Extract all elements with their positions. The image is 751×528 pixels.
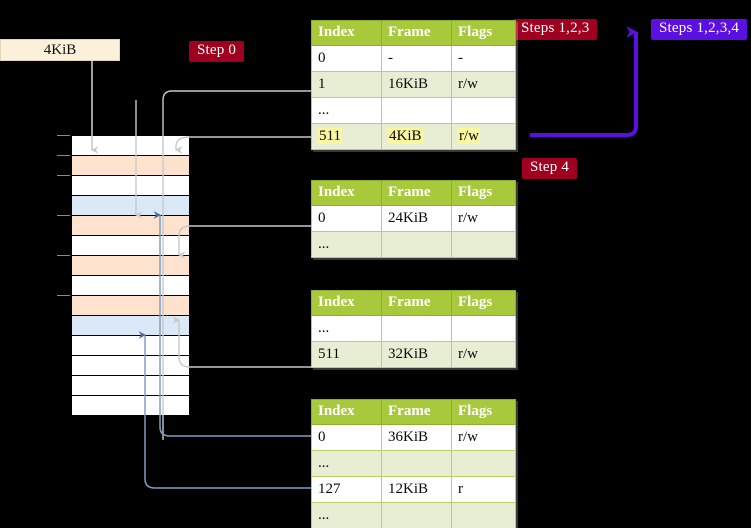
cell-index: ... (311, 231, 382, 258)
cell-frame (381, 315, 452, 342)
cell-flags (451, 231, 516, 258)
column-header-flags: Flags (451, 399, 516, 425)
cell-flags: r (451, 476, 516, 503)
cell-index: 0 (311, 424, 382, 451)
memory-frame-row (72, 216, 189, 236)
memory-tick-mark (57, 135, 70, 136)
table-row: ... (311, 97, 516, 124)
cell-highlight: 4KiB (388, 127, 423, 144)
badge-step4: Step 4 (522, 158, 578, 179)
badge-steps1234: Steps 1,2,3,4 (651, 19, 748, 40)
column-header-index: Index (311, 20, 382, 46)
memory-tick-mark (57, 155, 70, 156)
frame-size-box: 4KiB (0, 39, 120, 61)
table-row: 511 4KiB r/w (311, 123, 516, 150)
memory-tick-mark (57, 255, 70, 256)
column-header-frame: Frame (381, 20, 452, 46)
cell-index: ... (311, 502, 382, 528)
memory-frame-row (72, 296, 189, 316)
memory-frame-row (72, 356, 189, 376)
cell-flags (451, 97, 516, 124)
cell-index: 0 (311, 205, 382, 232)
cell-frame: - (381, 45, 452, 72)
cell-flags: r/w (451, 341, 516, 368)
badge-step0: Step 0 (189, 41, 245, 62)
column-header-flags: Flags (451, 20, 516, 46)
memory-frame-row (72, 196, 189, 216)
column-header-frame: Frame (381, 180, 452, 206)
frame-size-label: 4KiB (43, 41, 77, 58)
badge-steps123: Steps 1,2,3 (513, 19, 598, 40)
cell-frame (381, 502, 452, 528)
memory-frame-row (72, 176, 189, 196)
memory-tick-mark (57, 175, 70, 176)
cell-frame: 12KiB (381, 476, 452, 503)
cell-flags: r/w (451, 424, 516, 451)
cell-flags (451, 450, 516, 477)
memory-frame-row (72, 236, 189, 256)
memory-frame-row (72, 156, 189, 176)
column-header-frame: Frame (381, 399, 452, 425)
physical-memory-column (71, 135, 190, 416)
table-row: ... (311, 502, 516, 528)
cell-flags: r/w (451, 71, 516, 98)
cell-frame (381, 231, 452, 258)
column-header-index: Index (311, 399, 382, 425)
cell-flags: r/w (451, 123, 516, 150)
cell-frame (381, 450, 452, 477)
cell-highlight: 511 (318, 127, 342, 144)
cell-index: ... (311, 450, 382, 477)
cell-flags: r/w (451, 205, 516, 232)
table-row: ... (311, 450, 516, 477)
cell-highlight: r/w (458, 127, 480, 144)
table-row: ... (311, 315, 516, 342)
cell-index: ... (311, 97, 382, 124)
memory-tick-mark (57, 215, 70, 216)
table-row: ... (311, 231, 516, 258)
column-header-index: Index (311, 180, 382, 206)
memory-frame-row (72, 276, 189, 296)
cell-index: 127 (311, 476, 382, 503)
cell-index: 1 (311, 71, 382, 98)
cell-frame: 24KiB (381, 205, 452, 232)
cell-index: 0 (311, 45, 382, 72)
cell-index: ... (311, 315, 382, 342)
table-row: 0-- (311, 45, 516, 72)
cell-index: 511 (311, 341, 382, 368)
cell-flags (451, 315, 516, 342)
memory-frame-row (72, 336, 189, 356)
cell-frame: 32KiB (381, 341, 452, 368)
memory-frame-row (72, 136, 189, 156)
column-header-flags: Flags (451, 290, 516, 316)
cell-index: 511 (311, 123, 382, 150)
column-header-frame: Frame (381, 290, 452, 316)
memory-frame-row (72, 396, 189, 416)
cell-frame: 16KiB (381, 71, 452, 98)
cell-frame (381, 97, 452, 124)
cell-frame: 36KiB (381, 424, 452, 451)
cell-flags: - (451, 45, 516, 72)
arrow-steps-1234 (530, 26, 638, 137)
memory-frame-row (72, 256, 189, 276)
cell-flags (451, 502, 516, 528)
cell-frame: 4KiB (381, 123, 452, 150)
memory-tick-mark (57, 295, 70, 296)
column-header-flags: Flags (451, 180, 516, 206)
memory-frame-row (72, 376, 189, 396)
column-header-index: Index (311, 290, 382, 316)
memory-frame-row (72, 316, 189, 336)
